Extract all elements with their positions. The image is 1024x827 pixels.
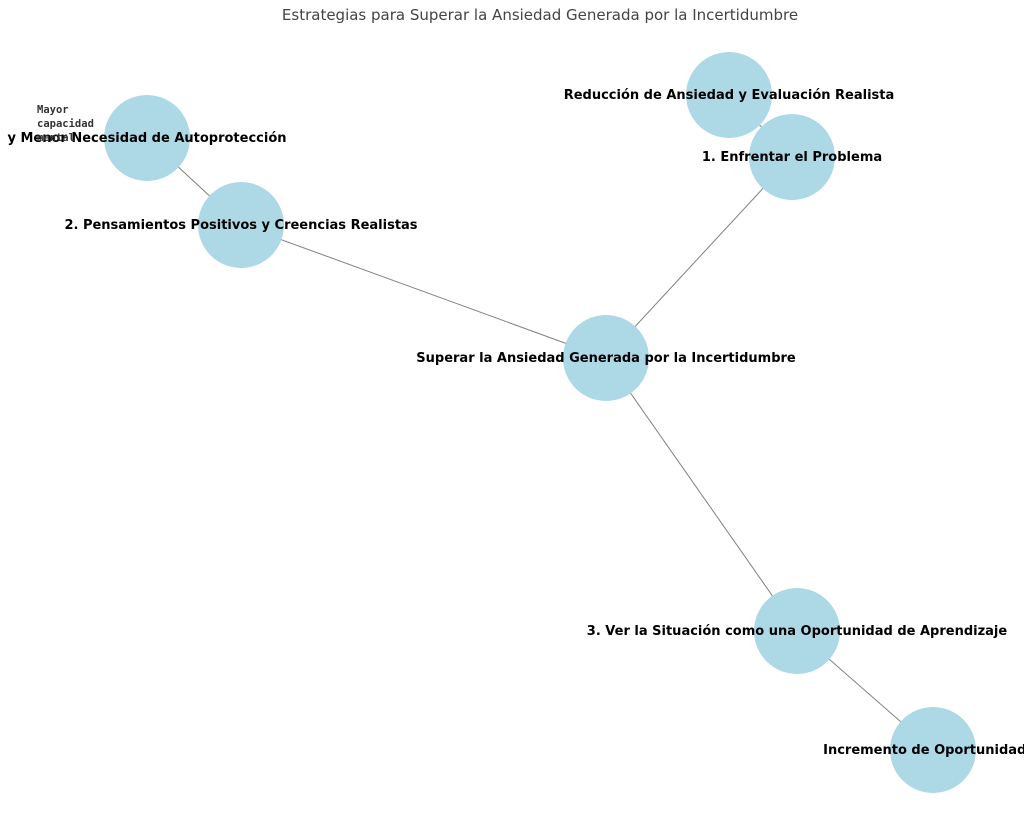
- annotation-line-3: mental: [37, 132, 75, 144]
- edge-center-s3: [605, 357, 798, 632]
- edge-center-s1: [605, 156, 793, 359]
- diagram-title: Estrategias para Superar la Ansiedad Gen…: [282, 6, 798, 24]
- node-s1[interactable]: [749, 114, 835, 200]
- node-label-s2a: y Menor Necesidad de Autoprotección: [7, 131, 286, 146]
- node-s3[interactable]: [754, 588, 840, 674]
- annotation-line-1: Mayor: [37, 104, 69, 116]
- node-s1a[interactable]: [686, 52, 772, 138]
- node-center[interactable]: [563, 315, 649, 401]
- annotation-line-2: capacidad: [37, 118, 94, 130]
- node-label-s1a: Reducción de Ansiedad y Evaluación Reali…: [564, 88, 895, 103]
- node-s3a[interactable]: [890, 707, 976, 793]
- nodes-layer: [104, 52, 976, 793]
- node-label-s3a: Incremento de Oportunidades: [823, 743, 1024, 758]
- node-s2a[interactable]: [104, 95, 190, 181]
- node-label-s2: 2. Pensamientos Positivos y Creencias Re…: [64, 218, 417, 233]
- annotation-text: Mayor capacidad mental: [37, 104, 100, 144]
- node-s2[interactable]: [198, 182, 284, 268]
- labels-layer: Superar la Ansiedad Generada por la Ince…: [7, 88, 1024, 758]
- node-label-center: Superar la Ansiedad Generada por la Ince…: [416, 351, 796, 366]
- node-label-s1: 1. Enfrentar el Problema: [702, 150, 882, 165]
- node-label-s3: 3. Ver la Situación como una Oportunidad…: [587, 624, 1008, 639]
- edge-center-s2: [240, 224, 607, 359]
